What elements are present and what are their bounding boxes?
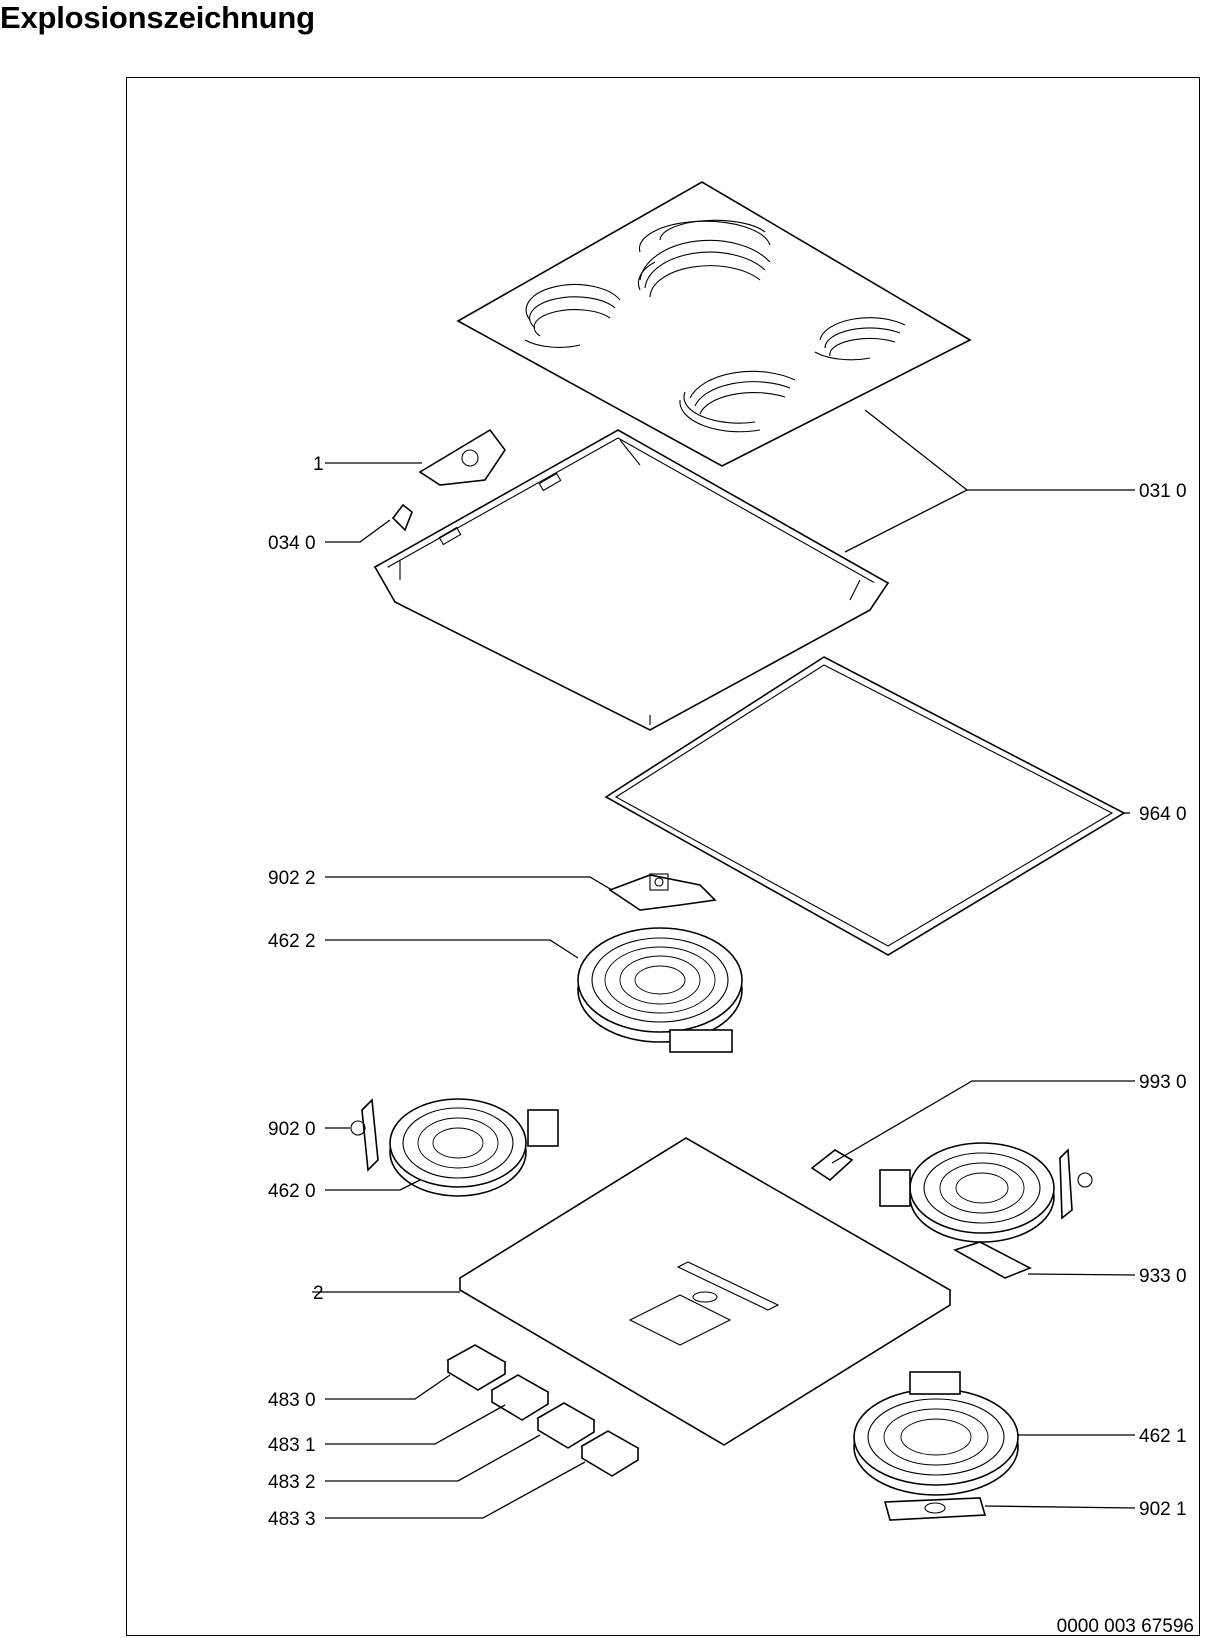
connector-4832: [536, 1402, 596, 1449]
connector-4831: [490, 1374, 550, 1421]
callout-9330: 933 0: [1139, 1266, 1187, 1287]
part-9020-bracket: [350, 1098, 379, 1172]
heating-element-4620: [389, 1098, 559, 1197]
heating-element-4622: [577, 927, 743, 1053]
callout-2: 2: [313, 1283, 324, 1304]
part-9330-sensor: [953, 1241, 1032, 1279]
part-9022-bracket: [608, 873, 717, 911]
callout-4622: 462 2: [268, 931, 316, 952]
page-title: Explosionszeichnung: [0, 0, 315, 35]
callout-4621: 462 1: [1139, 1426, 1187, 1447]
part-9021-bracket: [883, 1497, 987, 1521]
bottom-housing-2: [458, 1137, 952, 1446]
heating-element-right: [879, 1142, 1093, 1243]
leader-lines: [312, 409, 1136, 1519]
callout-4831: 483 1: [268, 1435, 316, 1456]
callout-4832: 483 2: [268, 1472, 316, 1493]
callout-0310: 031 0: [1139, 481, 1187, 502]
connector-4830: [446, 1344, 507, 1391]
document-number: 0000 003 67596: [1056, 1616, 1194, 1637]
callout-1: 1: [313, 454, 324, 475]
cooktop-frame: [373, 429, 890, 731]
connector-4833: [580, 1430, 640, 1477]
heating-element-4621: [853, 1371, 1019, 1496]
callout-4620: 462 0: [268, 1181, 316, 1202]
callout-labels: 1 034 0 031 0 964 0 902 2 462 2 993 0 90…: [268, 454, 1187, 1530]
callout-9021: 902 1: [1139, 1499, 1187, 1520]
callout-9022: 902 2: [268, 868, 316, 889]
part-1-bracket: [418, 428, 506, 486]
callout-4833: 483 3: [268, 1509, 316, 1530]
callout-9020: 902 0: [268, 1119, 316, 1140]
callout-9640: 964 0: [1139, 804, 1187, 825]
callout-4830: 483 0: [268, 1390, 316, 1411]
glass-ceramic-top: [456, 181, 972, 467]
part-0340-clip: [391, 503, 413, 532]
callout-0340: 034 0: [268, 533, 316, 554]
drawing-frame: [126, 77, 1200, 1636]
callout-9930: 993 0: [1139, 1072, 1187, 1093]
